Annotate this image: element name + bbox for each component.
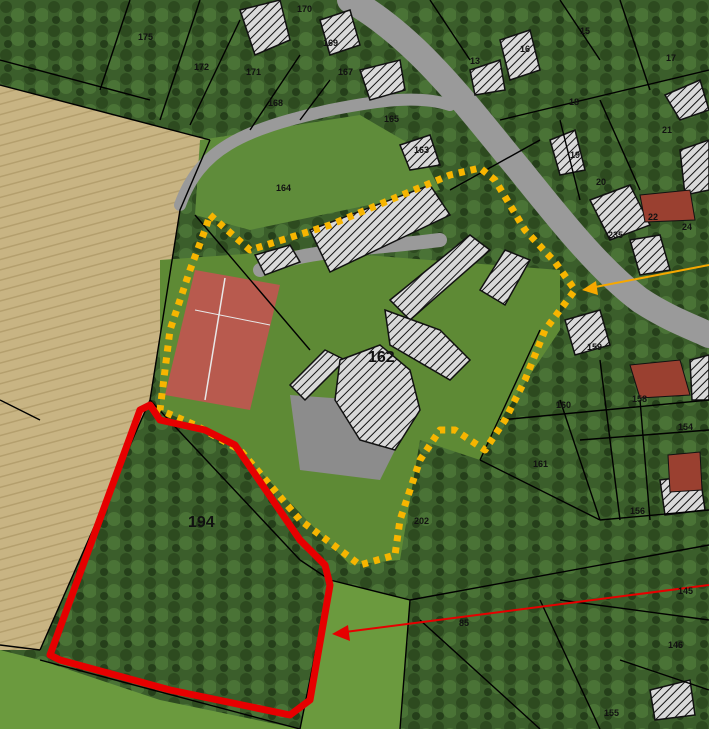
meadow-southwest	[0, 650, 300, 729]
red-highlight-boundary	[46, 401, 334, 719]
parcel-label-161: 161	[533, 459, 548, 469]
parcel-label-168: 168	[268, 98, 283, 108]
parcel-label-167: 167	[338, 67, 353, 77]
lawn-164	[195, 115, 440, 230]
parcel-label-20: 20	[596, 177, 606, 187]
parcel-label-175: 175	[138, 32, 153, 42]
parcel-label-22: 22	[648, 212, 658, 222]
parcel-label-171: 171	[246, 67, 261, 77]
parcel-label-85: 85	[459, 618, 469, 628]
parcel-label-16: 16	[520, 44, 530, 54]
parcel-label-159: 159	[587, 342, 602, 352]
wheat-field-west	[0, 85, 210, 650]
parcel-label-146: 146	[668, 640, 683, 650]
parcel-label-24: 24	[682, 222, 692, 232]
parcel-label-155: 155	[604, 708, 619, 718]
parcel-label-194: 194	[188, 514, 215, 531]
parcel-labels: 175 172 171 170 169 167 168 165 163 164 …	[138, 4, 693, 718]
parcel-label-202: 202	[414, 516, 429, 526]
parcel-label-165: 165	[384, 114, 399, 124]
parcel-label-156: 156	[630, 506, 645, 516]
tennis-courts	[165, 270, 280, 410]
parcel-label-17: 17	[666, 53, 676, 63]
parcel-label-172: 172	[194, 62, 209, 72]
parcel-label-158: 158	[632, 394, 647, 404]
parcel-label-154: 154	[678, 422, 693, 432]
parcel-label-169: 169	[323, 38, 338, 48]
parcel-label-160: 160	[556, 400, 571, 410]
parcel-label-145: 145	[678, 586, 693, 596]
red-roofs	[629, 189, 703, 493]
red-arrow	[332, 584, 709, 641]
parcel-label-163: 163	[414, 145, 429, 155]
orange-arrow	[582, 264, 709, 295]
parcel-label-235: 235	[608, 230, 623, 240]
parcel-label-170: 170	[297, 4, 312, 14]
parcel-label-21: 21	[662, 125, 672, 135]
parcel-label-19: 19	[570, 150, 580, 160]
yellow-dotted-boundary	[156, 164, 579, 569]
buildings	[239, 0, 709, 721]
parcel-label-18: 18	[569, 97, 579, 107]
parcel-label-15: 15	[580, 26, 590, 36]
parcel-label-13: 13	[470, 56, 480, 66]
parcel-label-164: 164	[276, 183, 291, 193]
parcel-label-162: 162	[368, 349, 395, 366]
